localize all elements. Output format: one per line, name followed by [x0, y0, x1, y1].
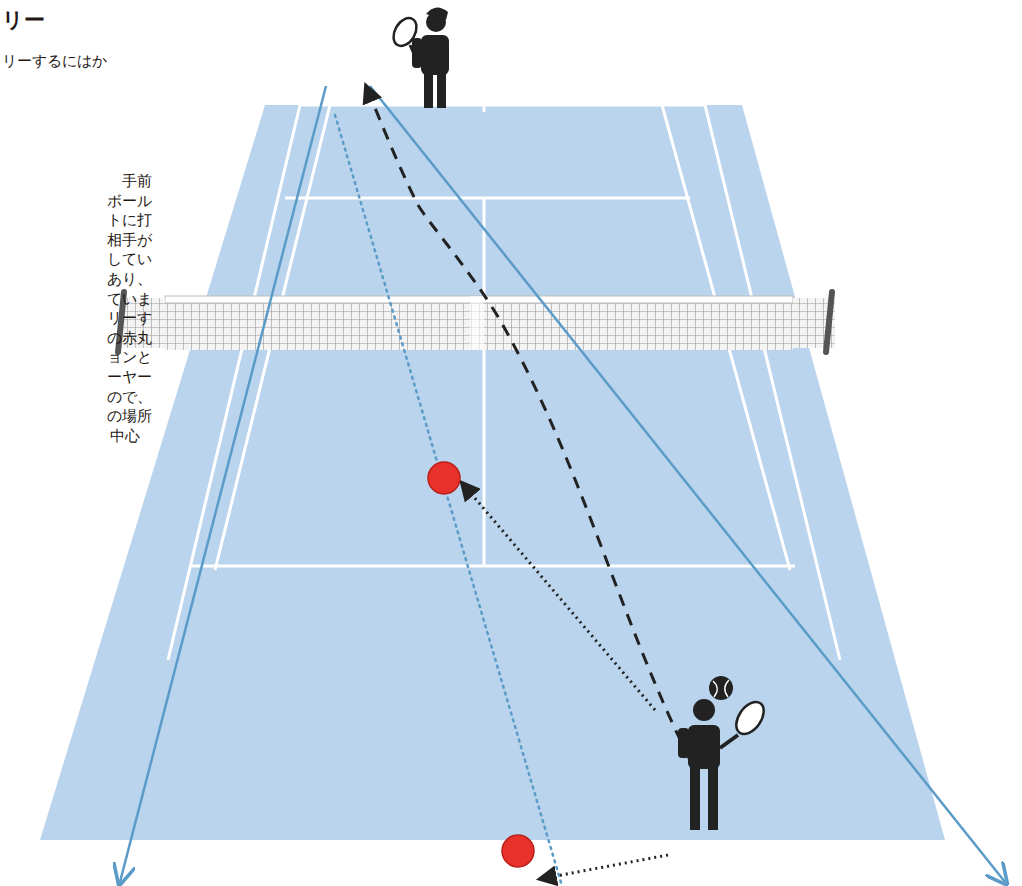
text-fragment: ていま — [107, 290, 152, 309]
text-fragment: 中心 — [110, 427, 140, 446]
text-fragment: してい — [107, 250, 152, 269]
text-fragment: 相手が — [107, 231, 152, 250]
text-fragment: ので、 — [107, 388, 152, 407]
text-fragment: リーす — [107, 309, 152, 328]
text-fragment: あり、 — [107, 270, 152, 289]
text-fragment: ボール — [107, 192, 152, 211]
text-fragment: トに打 — [107, 211, 152, 230]
text-fragment: リーするにはか — [2, 52, 107, 71]
text-fragment: ーヤー — [107, 368, 152, 387]
text-fragment: ョンと — [107, 348, 152, 367]
text-fragment: の赤丸 — [107, 329, 152, 348]
text-fragment: の場所 — [107, 407, 152, 426]
text-fragment: 手前 — [122, 172, 152, 191]
heading-fragment: リー — [2, 6, 45, 34]
